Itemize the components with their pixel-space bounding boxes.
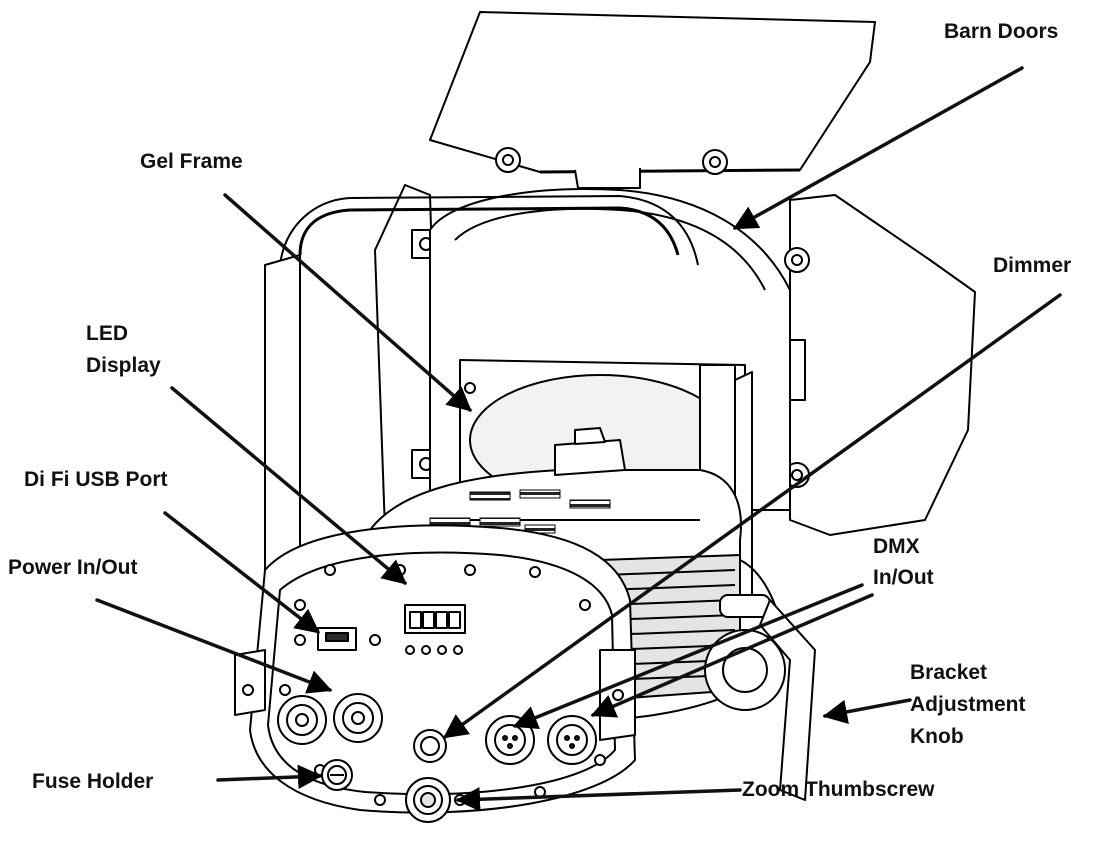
label-gel-frame: Gel Frame: [140, 150, 243, 173]
leader-gel-frame: [223, 193, 472, 412]
leader-fuse: [216, 764, 323, 790]
barn-door-top: [429, 11, 876, 189]
label-fuse-holder: Fuse Holder: [32, 770, 153, 793]
leader-led-display: [170, 386, 407, 585]
leader-dimmer: [443, 293, 1062, 739]
leader-barn-doors: [732, 66, 1024, 230]
label-dmx-line2: In/Out: [873, 566, 934, 589]
label-power: Power In/Out: [8, 556, 138, 579]
leader-bracket: [822, 698, 912, 724]
leader-difi-usb: [163, 511, 320, 634]
label-zoom-thumbscrew: Zoom Thumbscrew: [742, 778, 935, 801]
leader-zoom: [455, 786, 742, 812]
fixture-illustration: [234, 11, 976, 823]
label-led-line1: LED: [86, 322, 128, 345]
label-bracket-line2: Adjustment: [910, 693, 1026, 716]
label-barn-doors: Barn Doors: [944, 20, 1058, 43]
bracket-knob-drawing: [704, 594, 816, 801]
callout-lines: [95, 66, 1062, 812]
label-dimmer: Dimmer: [993, 254, 1071, 277]
leader-dmx-in: [512, 583, 864, 730]
label-bracket-line3: Knob: [910, 725, 964, 748]
label-dmx-line1: DMX: [873, 535, 920, 558]
labels: Barn Doors Gel Frame Dimmer LED Display …: [8, 20, 1071, 801]
rear-plate: [234, 524, 636, 823]
label-difi-usb: Di Fi USB Port: [24, 468, 168, 491]
leader-power: [95, 598, 333, 694]
label-led-line2: Display: [86, 354, 161, 377]
label-bracket-line1: Bracket: [910, 661, 987, 684]
barn-door-right: [784, 194, 976, 536]
leader-dmx-out: [590, 593, 874, 718]
